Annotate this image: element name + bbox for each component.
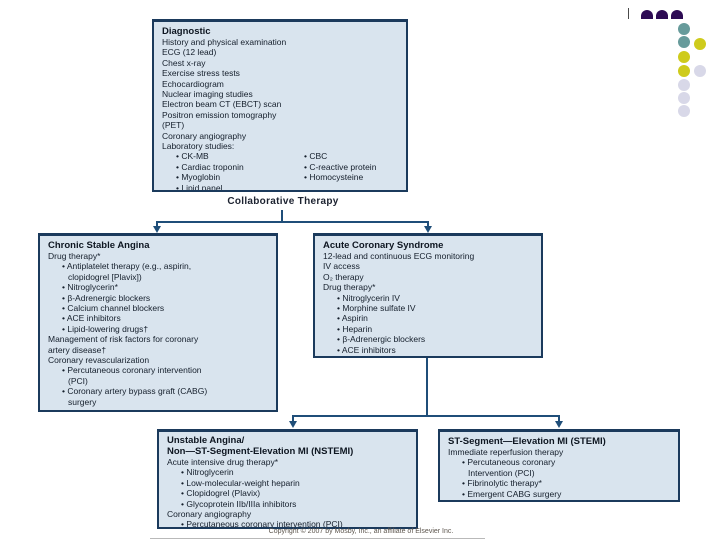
text-line: • Nitroglycerin [181,467,234,478]
text-line: • Coronary artery bypass graft (CABG) [62,386,208,397]
text-line: (PCI) [68,375,88,386]
decor-purple-square [671,10,683,19]
text-line: • Nitroglycerin* [62,282,118,293]
text-line: • ACE inhibitors [62,313,121,324]
text-line: • Glycoprotein IIb/IIIa inhibitors [181,498,297,509]
text-line: • Antiplatelet therapy (e.g., aspirin, [62,261,192,272]
text-line: Drug therapy* [323,282,376,293]
text-line: Chest x-ray [162,57,206,68]
text-line: Electron beam CT (EBCT) scan [162,99,282,110]
text-line: Diagnostic [162,26,211,37]
connector-horizontal [292,415,560,417]
text-line: • Percutaneous coronary intervention (PC… [181,519,343,529]
text-line: • Percutaneous coronary intervention [62,365,202,376]
connector-stub [426,358,428,417]
text-line: • C-reactive protein [304,161,377,172]
text-line: History and physical examination [162,37,287,47]
nstemi-box: Unstable Angina/Non—ST-Segment-Elevation… [157,429,418,529]
connector-drop-left [292,415,294,422]
text-line: IV access [323,261,360,272]
text-line: Immediate reperfusion therapy [448,447,564,457]
decor-purple-square [656,10,668,19]
text-line: • Morphine sulfate IV [337,303,416,314]
text-line: Exercise stress tests [162,68,240,79]
decor-purple-square [641,10,653,19]
arrow-down-icon [555,421,563,428]
text-line: Coronary angiography [162,130,247,141]
text-line: • Lipid-lowering drugs† [62,323,149,334]
arrow-down-icon [289,421,297,428]
text-line: artery disease† [48,344,107,355]
arrow-down-icon [424,226,432,233]
text-line: 12-lead and continuous ECG monitoring [323,251,475,261]
lab-column-2: • CBC• C-reactive protein• Homocysteine [290,151,398,190]
text-line: Nuclear imaging studies [162,89,253,100]
decor-dot-lavender [694,65,706,77]
decor-dot-lavender [678,92,690,104]
text-line: Non—ST-Segment-Elevation MI (NSTEMI) [167,446,354,457]
text-line: • Lipid panel [176,182,223,192]
text-line: • β-Adrenergic blockers [62,292,151,303]
text-line: • CBC [304,151,328,162]
decor-dot-teal [678,23,690,35]
stemi-box: ST-Segment—Elevation MI (STEMI)Immediate… [438,429,680,502]
bottom-divider [150,538,485,539]
text-line: Acute intensive drug therapy* [167,457,279,467]
text-line: (PET) [162,120,185,131]
text-line: • Myoglobin [176,172,221,183]
text-line: clopidogrel [Plavix]) [68,271,142,282]
text-line: Drug therapy* [48,251,101,261]
decor-dot-lavender [678,79,690,91]
text-line: ECG (12 lead) [162,47,217,58]
decor-dot-lavender [678,105,690,117]
text-line: • Calcium channel blockers [62,303,165,314]
text-line: • Cardiac troponin [176,161,244,172]
text-line: surgery [68,396,97,407]
text-line: • Nitroglycerin IV [337,292,400,303]
text-line: • CK-MB [176,151,209,162]
text-line: Coronary angiography [167,509,252,520]
lab-column-1: • CK-MB• Cardiac troponin• Myoglobin• Li… [162,151,290,192]
text-line: • Emergent CABG surgery [462,488,562,499]
text-line: Chronic Stable Angina [48,240,150,251]
text-line: • Aspirin [337,313,368,324]
connector-horizontal [156,221,429,223]
text-line: ST-Segment—Elevation MI (STEMI) [448,436,606,447]
connector-drop-right [427,221,429,227]
text-line: • β-Adrenergic blockers [337,334,426,345]
text-line: Laboratory studies: [162,141,235,152]
text-line: Intervention (PCI) [468,467,535,478]
text-line: • ACE inhibitors [337,344,396,355]
text-line: Coronary revascularization [48,355,150,366]
decor-dot-teal [678,36,690,48]
text-line: • Fibrinolytic therapy* [462,478,542,489]
laboratory-studies-columns: • CK-MB• Cardiac troponin• Myoglobin• Li… [162,151,398,192]
text-line: Unstable Angina/ [167,435,245,446]
text-line: • Clopidogrel (Plavix) [181,488,261,499]
text-line: Management of risk factors for coronary [48,334,199,345]
text-line: Echocardiogram [162,78,224,89]
decor-dot-yellow [694,38,706,50]
text-line: • Heparin [337,323,373,334]
text-line: Positron emission tomography [162,109,277,120]
text-line: • Percutaneous coronary [462,457,556,468]
text-line: Acute Coronary Syndrome [323,240,444,251]
text-line: O₂ therapy [323,271,364,282]
decor-dot-yellow [678,65,690,77]
connector-stub [281,210,283,222]
decor-dot-yellow [678,51,690,63]
text-line: • Homocysteine [304,172,364,183]
connector-drop-right [558,415,560,422]
collaborative-therapy-label: Collaborative Therapy [227,196,339,207]
text-line: • Low-molecular-weight heparin [181,477,300,488]
copyright-text: Copyright © 2007 by Mosby, Inc., an affi… [268,528,454,535]
connector-drop-left [156,221,158,227]
arrow-down-icon [153,226,161,233]
decor-vertical-line [628,8,629,19]
